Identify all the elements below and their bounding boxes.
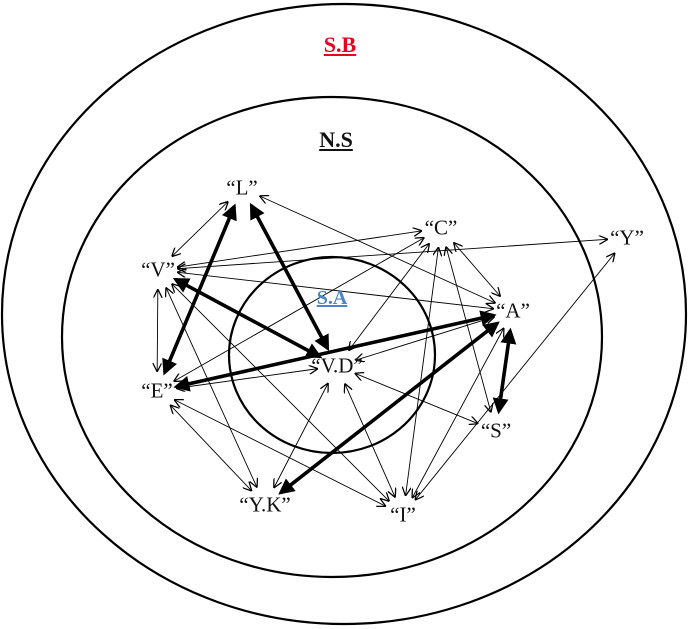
node-v: “V” bbox=[141, 257, 175, 282]
node-c: “C” bbox=[424, 215, 458, 240]
edge-a-vd bbox=[356, 317, 494, 360]
node-a: “A” bbox=[496, 298, 530, 323]
edge-v-e bbox=[157, 290, 158, 371]
node-vd: “V.D” bbox=[311, 353, 363, 378]
edge-e-i bbox=[175, 400, 385, 506]
node-yk: “Y.K” bbox=[239, 492, 291, 517]
edge-l-v bbox=[172, 202, 227, 256]
edge-vd-i bbox=[345, 384, 395, 496]
middle-ring-label: N.S bbox=[319, 127, 353, 152]
node-s: “S” bbox=[480, 418, 512, 443]
edge-l-e bbox=[165, 206, 235, 372]
edge-a-yk bbox=[278, 321, 500, 495]
node-y: “Y” bbox=[610, 225, 644, 250]
edge-c-e bbox=[174, 238, 423, 381]
node-l: “L” bbox=[226, 175, 258, 200]
node-e: “E” bbox=[141, 378, 173, 403]
edge-e-vd bbox=[177, 369, 317, 388]
outer-ring-label: S.B bbox=[323, 32, 357, 57]
edge-layer bbox=[157, 196, 614, 506]
edge-v-y bbox=[178, 239, 607, 268]
edge-a-s bbox=[492, 327, 517, 415]
inner-ring-label: S.A bbox=[316, 287, 348, 309]
edge-c-a bbox=[454, 243, 500, 296]
edge-y-i bbox=[416, 254, 615, 500]
middle-ring-ns bbox=[60, 95, 604, 579]
edge-v-i bbox=[172, 284, 389, 501]
node-i: “I” bbox=[390, 502, 416, 527]
edge-vd-yk bbox=[274, 384, 328, 487]
